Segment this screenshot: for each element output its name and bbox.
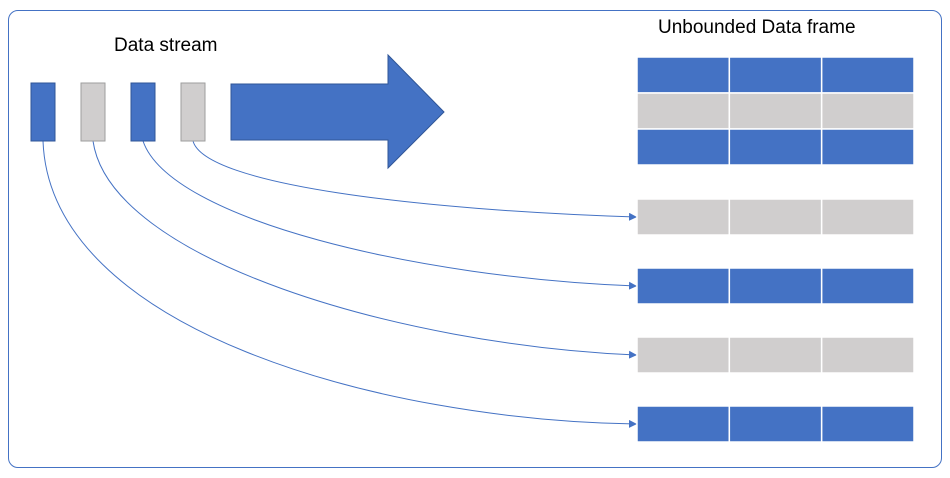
connector-arrow (42, 140, 637, 428)
frame-cell (820, 267, 915, 305)
connector-arrow (192, 140, 637, 221)
frame-cell (820, 336, 915, 374)
frame-cell (636, 405, 731, 443)
frame-cell (636, 198, 731, 236)
frame-cell (636, 92, 731, 130)
frame-cell (728, 267, 823, 305)
unbounded-data-frame-label: Unbounded Data frame (658, 17, 856, 38)
frame-row-incoming (636, 405, 915, 443)
stream-item-gray (180, 82, 206, 142)
frame-cell (636, 336, 731, 374)
stream-item-blue (30, 82, 56, 142)
stream-item-blue (130, 82, 156, 142)
frame-cell (728, 56, 823, 94)
frame-cell (636, 128, 731, 166)
frame-cell (728, 336, 823, 374)
connector-arrow (92, 140, 637, 359)
frame-row-incoming (636, 267, 915, 305)
frame-cell (820, 128, 915, 166)
frame-cell (820, 56, 915, 94)
large-right-arrow-icon (230, 53, 445, 170)
frame-row-existing (636, 56, 915, 94)
frame-row-existing (636, 92, 915, 130)
frame-cell (728, 198, 823, 236)
frame-cell (636, 56, 731, 94)
diagram-border (8, 10, 942, 468)
frame-row-incoming (636, 198, 915, 236)
connector-arrow (142, 140, 637, 290)
stream-item-gray (80, 82, 106, 142)
connector-lines (42, 140, 637, 428)
frame-cell (728, 405, 823, 443)
frame-cell (820, 405, 915, 443)
frame-row-incoming (636, 336, 915, 374)
frame-cell (820, 198, 915, 236)
frame-cell (636, 267, 731, 305)
data-stream-label: Data stream (114, 35, 218, 56)
frame-cell (820, 92, 915, 130)
frame-row-existing (636, 128, 915, 166)
stream-items (30, 82, 206, 142)
data-frame-rows (636, 56, 915, 443)
frame-cell (728, 128, 823, 166)
frame-cell (728, 92, 823, 130)
